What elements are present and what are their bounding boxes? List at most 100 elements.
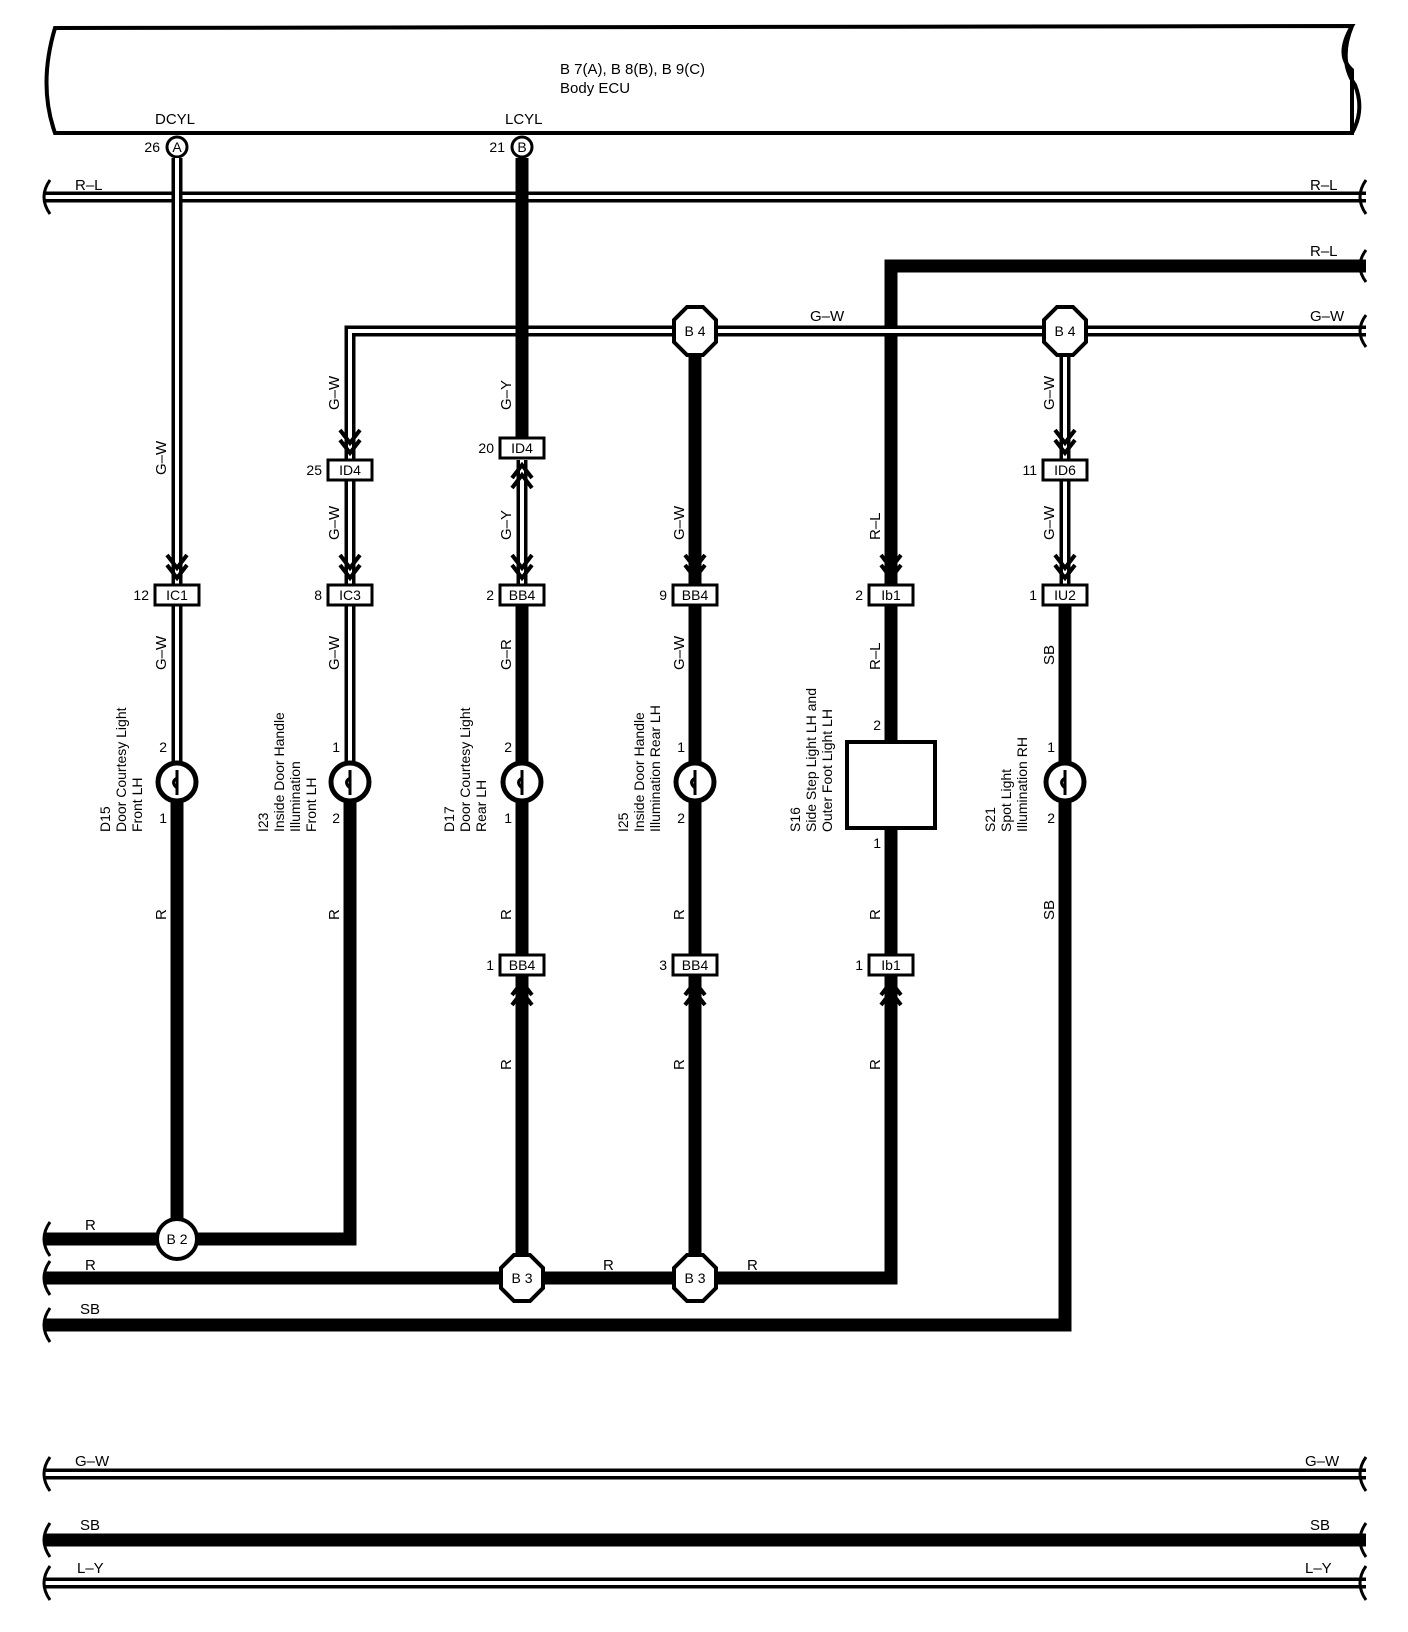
d17-name-line2: Door Courtesy Light xyxy=(457,707,473,832)
ecu-terminal-dcyl: DCYL xyxy=(155,111,195,128)
column-d15: G–W G–W R xyxy=(153,158,184,1240)
wire-gw-mid-label: G–W xyxy=(810,308,845,325)
label-i25: I25 Inside Door Handle Illumination Rear… xyxy=(615,705,663,832)
i25-conn1-pin: 9 xyxy=(659,587,667,603)
i25-name-line3: Illumination Rear LH xyxy=(647,705,663,832)
connector-s21-iu2: IU2 1 xyxy=(1029,553,1089,607)
s16-pin-bottom: 1 xyxy=(873,835,881,851)
bus-ly-left: L–Y xyxy=(77,1560,104,1577)
d15-pin-top: 2 xyxy=(159,739,167,755)
top-bus-right-label: R–L xyxy=(1310,177,1338,194)
lamp-i23: 1 2 xyxy=(328,739,372,826)
i25-pin-bottom: 2 xyxy=(677,810,685,826)
bus-bottom-ly: L–Y L–Y xyxy=(42,1560,1368,1601)
connector-d17-bb4: BB4 2 xyxy=(486,553,546,607)
ecu-title: B 7(A), B 8(B), B 9(C) xyxy=(560,61,705,78)
i25-conn1-label: BB4 xyxy=(682,587,709,603)
s21-name-line3: Illumination RH xyxy=(1014,737,1030,832)
terminal-b-letter: B xyxy=(517,139,526,155)
label-s21: S21 Spot Light Illumination RH xyxy=(982,737,1030,832)
d15-name-line2: Door Courtesy Light xyxy=(113,707,129,832)
i25-wire-lower2: R xyxy=(671,1059,688,1070)
i25-pin-top: 1 xyxy=(677,739,685,755)
d17-wire-mid: G–R xyxy=(498,639,515,670)
s21-conn1-label: IU2 xyxy=(1054,587,1076,603)
terminal-b-pin: 21 xyxy=(489,139,505,155)
i23-wire-upper2: G–W xyxy=(326,505,343,540)
s21-conn0-label: ID6 xyxy=(1054,462,1076,478)
i25-conn2-pin: 3 xyxy=(659,957,667,973)
bottom-wire-b3: R R R xyxy=(42,1257,758,1296)
i25-wire-upper: G–W xyxy=(671,505,688,540)
label-d15: D15 Door Courtesy Light Front LH xyxy=(97,707,145,832)
connector-i25-bb4-lower: BB4 3 xyxy=(659,953,719,1007)
junction-b4-left-label: B 4 xyxy=(684,323,705,339)
ecu-subtitle: Body ECU xyxy=(560,80,630,97)
d15-pin-bottom: 1 xyxy=(159,810,167,826)
lamp-s21: 1 2 xyxy=(1043,739,1087,826)
s21-conn1-pin: 1 xyxy=(1029,587,1037,603)
s16-name-line1: S16 xyxy=(787,807,803,832)
bottom-wire-sb: SB xyxy=(42,1301,100,1343)
d15-conn1-label: IC1 xyxy=(166,587,188,603)
ecu-terminal-lcyl: LCYL xyxy=(505,111,543,128)
junction-b2-label: B 2 xyxy=(166,1231,187,1247)
d17-wire-upper: G–Y xyxy=(498,380,515,410)
s16-conn1-label: Ib1 xyxy=(881,587,901,603)
i25-wire-mid: G–W xyxy=(671,635,688,670)
top-bus-rl: R–L R–L xyxy=(42,177,1368,215)
s16-name-line2: Side Step Light LH and xyxy=(803,688,819,832)
s16-pin-top: 2 xyxy=(873,717,881,733)
s16-component-box xyxy=(845,740,937,830)
junction-b3-left: B 3 xyxy=(499,1253,545,1303)
label-d17: D17 Door Courtesy Light Rear LH xyxy=(441,707,489,832)
top-bus-left-label: R–L xyxy=(75,177,103,194)
i25-name-line1: I25 xyxy=(615,812,631,832)
wire-gw-right-label: G–W xyxy=(1310,308,1345,325)
bus-sb-left: SB xyxy=(80,1517,100,1534)
i23-pin-bottom: 2 xyxy=(332,810,340,826)
d15-conn1-pin: 12 xyxy=(133,587,149,603)
terminal-a-letter: A xyxy=(172,139,182,155)
b3-right-label: R xyxy=(747,1257,758,1274)
d17-conn0-pin: 20 xyxy=(478,440,494,456)
s16-wire-upper: R–L xyxy=(867,512,884,540)
s21-wire-upper2: G–W xyxy=(1041,505,1058,540)
d17-wire-lower2: R xyxy=(498,1059,515,1070)
connector-i23-ic3: IC3 8 xyxy=(314,553,374,607)
junction-b2: B 2 xyxy=(155,1217,199,1261)
i23-conn1-pin: 8 xyxy=(314,587,322,603)
s16-wire-mid: R–L xyxy=(867,642,884,670)
junction-b3-left-label: B 3 xyxy=(511,1270,532,1286)
connector-s16-ib1-top: Ib1 2 xyxy=(855,553,915,607)
s21-pin-bottom: 2 xyxy=(1047,810,1055,826)
i23-conn1-label: IC3 xyxy=(339,587,361,603)
i23-conn0-pin: 25 xyxy=(306,462,322,478)
d17-conn0-label: ID4 xyxy=(511,440,533,456)
i23-wire-upper: G–W xyxy=(326,375,343,410)
s21-pin-top: 1 xyxy=(1047,739,1055,755)
d17-conn1-pin: 2 xyxy=(486,587,494,603)
column-d17: G–Y G–Y G–R R R xyxy=(498,158,529,1260)
column-i23: G–W G–W G–W R xyxy=(177,375,357,1246)
junction-b4-right-label: B 4 xyxy=(1054,323,1075,339)
s21-name-line1: S21 xyxy=(982,807,998,832)
connector-s16-ib1-lower: Ib1 1 xyxy=(855,953,915,1007)
terminal-a-pin: 26 xyxy=(144,139,160,155)
column-s16: R–L R–L R R xyxy=(695,512,937,1285)
sb-left-label: SB xyxy=(80,1301,100,1318)
s21-wire-lower: SB xyxy=(1041,900,1058,920)
ecu-terminal-a: A 26 xyxy=(144,135,189,159)
s21-wire-upper: G–W xyxy=(1041,375,1058,410)
i25-conn2-label: BB4 xyxy=(682,957,709,973)
wire-rl-right-label: R–L xyxy=(1310,243,1338,260)
body-ecu: B 7(A), B 8(B), B 9(C) Body ECU DCYL LCY… xyxy=(44,23,1362,135)
bus-gw-right: G–W xyxy=(1305,1453,1340,1470)
i23-pin-top: 1 xyxy=(332,739,340,755)
i23-name-line2: Inside Door Handle xyxy=(271,712,287,832)
bus-ly-right: L–Y xyxy=(1305,1560,1332,1577)
s16-wire-lower2: R xyxy=(867,1059,884,1070)
connector-d15-ic1: IC1 12 xyxy=(133,553,201,607)
column-s21: G–W G–W SB SB xyxy=(45,345,1072,1332)
b3-left-label: R xyxy=(85,1257,96,1274)
